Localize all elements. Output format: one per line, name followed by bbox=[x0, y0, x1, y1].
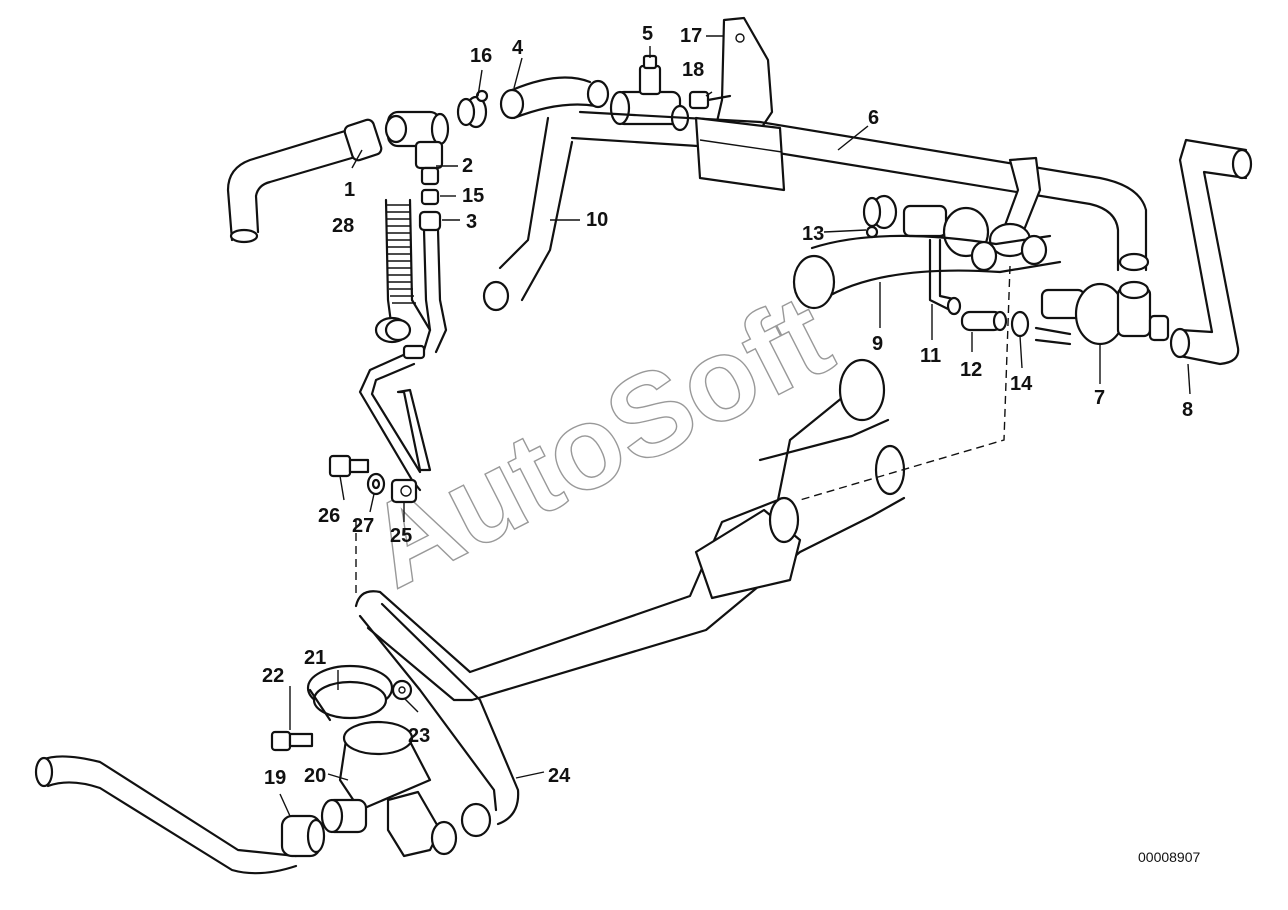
nipple-12 bbox=[960, 310, 1008, 332]
callout-12: 12 bbox=[960, 359, 982, 381]
hose-19 bbox=[34, 755, 326, 875]
valve-7-lower bbox=[1040, 280, 1170, 346]
callout-13: 13 bbox=[802, 223, 824, 245]
callout-6: 6 bbox=[868, 107, 879, 129]
bolt-18 bbox=[688, 90, 732, 110]
callout-10: 10 bbox=[586, 209, 608, 231]
washer-23 bbox=[391, 679, 413, 701]
callout-28: 28 bbox=[332, 215, 354, 237]
callout-1: 1 bbox=[344, 179, 355, 201]
callout-21: 21 bbox=[304, 647, 326, 669]
callout-24: 24 bbox=[548, 765, 571, 787]
callout-9: 9 bbox=[872, 333, 883, 355]
pipe-6 bbox=[570, 110, 1150, 272]
callout-15: 15 bbox=[462, 185, 484, 207]
callout-26: 26 bbox=[318, 505, 340, 527]
clamp-13 bbox=[862, 194, 898, 239]
valve-2 bbox=[384, 110, 450, 186]
leader-lines bbox=[279, 35, 1191, 817]
hose-8 bbox=[1169, 138, 1253, 366]
callout-23: 23 bbox=[408, 725, 430, 747]
routing-lines bbox=[355, 265, 1011, 596]
bolt-26 bbox=[328, 454, 370, 478]
corrugated-hose-28 bbox=[374, 198, 432, 344]
callout-8: 8 bbox=[1182, 399, 1193, 421]
callout-20: 20 bbox=[304, 765, 326, 787]
hose-24 bbox=[358, 602, 520, 838]
hose-1 bbox=[226, 118, 383, 244]
callout-2: 2 bbox=[462, 155, 473, 177]
tee-5 bbox=[609, 54, 690, 132]
callout-5: 5 bbox=[642, 23, 653, 45]
pipe-11 bbox=[928, 238, 962, 316]
main-lower-pipe bbox=[354, 358, 906, 702]
valve-20 bbox=[320, 720, 458, 858]
callout-11: 11 bbox=[920, 345, 941, 367]
callout-17: 17 bbox=[680, 25, 702, 47]
callout-16: 16 bbox=[470, 45, 492, 67]
hose-10 bbox=[482, 116, 574, 312]
callout-4: 4 bbox=[512, 37, 524, 59]
callout-7: 7 bbox=[1094, 387, 1105, 409]
clamp-21 bbox=[306, 664, 394, 722]
nut-25 bbox=[390, 478, 418, 504]
callout-27: 27 bbox=[352, 515, 374, 537]
hose-4 bbox=[499, 76, 610, 120]
washer-27 bbox=[366, 472, 386, 496]
hose-9 bbox=[792, 234, 1062, 310]
callout-labels: 1 2 3 4 5 6 7 8 9 10 11 12 13 14 15 16 1… bbox=[262, 23, 1193, 789]
hose-3 bbox=[418, 188, 448, 354]
callout-25: 25 bbox=[390, 525, 412, 547]
bracket-pipe bbox=[358, 344, 432, 492]
bracket-17 bbox=[714, 16, 774, 132]
callout-14: 14 bbox=[1010, 373, 1033, 395]
callout-19: 19 bbox=[264, 767, 286, 789]
pipe-bracket bbox=[1002, 156, 1042, 232]
callout-18: 18 bbox=[682, 59, 704, 81]
reference-number: 00008907 bbox=[1138, 849, 1201, 865]
bolt-22 bbox=[270, 730, 314, 752]
callout-22: 22 bbox=[262, 665, 284, 687]
callout-3: 3 bbox=[466, 211, 477, 233]
clamp-16 bbox=[456, 89, 489, 129]
